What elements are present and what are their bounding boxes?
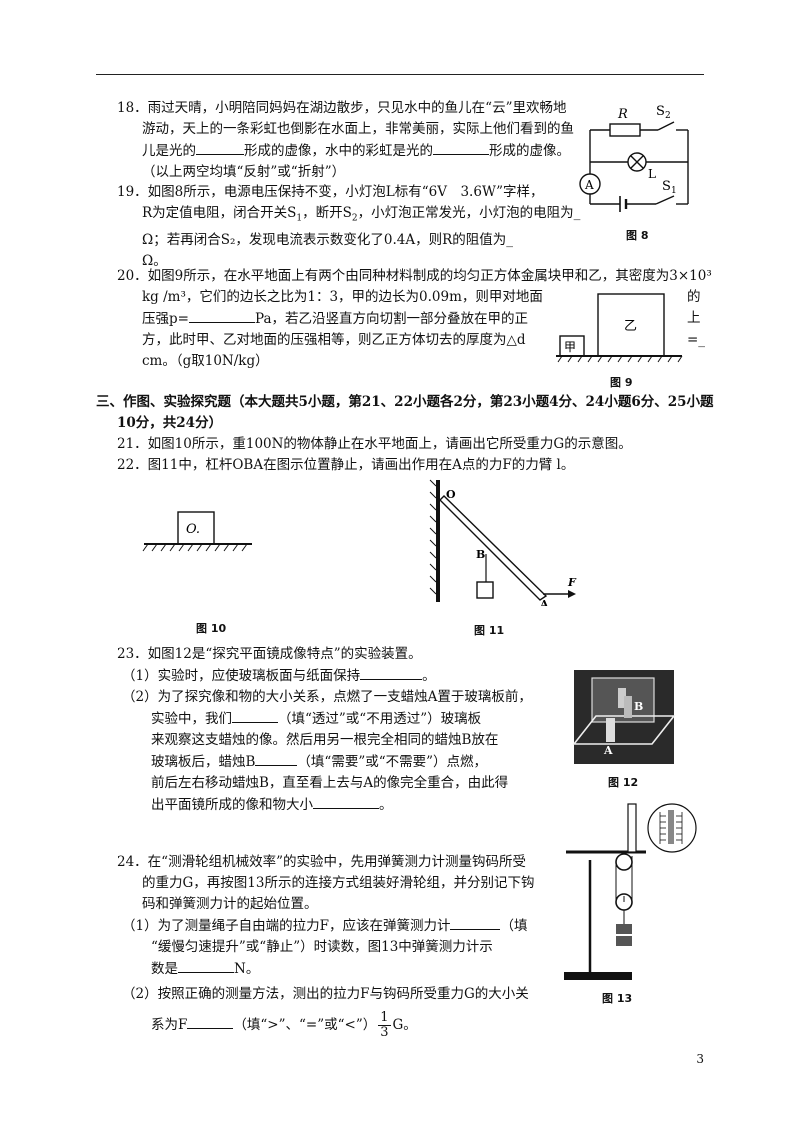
svg-text:S: S — [662, 179, 671, 194]
svg-text:A: A — [603, 744, 613, 757]
question-18: 18．雨过天晴，小明陪同妈妈在湖边散步，只见水中的鱼儿在“云”里欢畅地 游动，天… — [117, 98, 574, 183]
q21-text: 21．如图10所示，重100N的物体静止在水平地面上，请画出它所受重力G的示意图… — [117, 436, 632, 452]
q24-line4: （1）为了测量绳子自由端的拉力F，应该在弹簧测力计（填 — [117, 915, 534, 937]
candle-b — [624, 696, 632, 718]
q23-line6: 玻璃板后，蜡烛B（填“需要”或“不需要”）点燃， — [117, 751, 532, 773]
q20-line3: 压强p=Pa，若乙沿竖直方向切割一部分叠放在甲的正上 — [142, 308, 701, 327]
figure-12-caption: 图 12 — [608, 776, 639, 789]
q20-line5: cm。（g取10N/kg） — [142, 353, 269, 369]
q24-line1: 24．在“测滑轮组机械效率”的实验中，先用弹簧测力计测量钩码所受 — [117, 854, 526, 870]
q19-line3: Ω；若再闭合S₂，发现电流表示数变化了0.4A，则R的阻值为_ — [142, 231, 513, 248]
q20-line1: 20．如图9所示，在水平地面上有两个由同种材料制成的均匀正方体金属块甲和乙，其密… — [117, 268, 712, 284]
q24-blank3[interactable] — [187, 1014, 234, 1029]
q23-line7: 前后左右移动蜡烛B，直至看上去与A的像完全重合，由此得 — [151, 775, 509, 791]
figure-8-caption: 图 8 — [626, 229, 649, 242]
svg-text:1: 1 — [671, 186, 677, 196]
q19-line2: R为定值电阻，闭合开关S1，断开S2，小灯泡正常发光，小灯泡的电阻为_ — [142, 205, 581, 224]
figure-13-pulley — [564, 803, 697, 980]
svg-text:O: O — [446, 488, 456, 501]
figure-11-caption: 图 11 — [474, 624, 505, 637]
hanging-weight — [476, 581, 494, 599]
page-number: 3 — [696, 1052, 704, 1066]
svg-text:A: A — [584, 178, 594, 192]
q24-line7: （2）按照正确的测量方法，测出的拉力F与钩码所受重力G的大小关 — [122, 986, 529, 1002]
q23-blank1[interactable] — [360, 665, 423, 680]
svg-text:乙: 乙 — [624, 319, 637, 334]
q24-blank2[interactable] — [178, 958, 234, 973]
section-3-heading: 三、作图、实验探究题（本大题共5小题，第21、22小题各2分，第23小题4分、2… — [96, 394, 714, 431]
q23-line5: 来观察这支蜡烛的像。然后用另一根完全相同的蜡烛B放在 — [151, 732, 499, 748]
svg-text:S: S — [656, 104, 665, 119]
svg-text:A: A — [539, 598, 549, 606]
svg-text:O.: O. — [186, 522, 200, 537]
candle-a — [606, 718, 615, 742]
figure-11-lever: O B A F — [429, 479, 577, 606]
q18-line1: 18．雨过天晴，小明陪同妈妈在湖边散步，只见水中的鱼儿在“云”里欢畅地 — [117, 100, 567, 116]
q23-blank2[interactable] — [232, 708, 278, 723]
svg-text:R: R — [617, 107, 628, 122]
q24-blank1[interactable] — [450, 915, 501, 930]
q23-line3: （2）为了探究像和物的大小关系，点燃了一支蜡烛A置于玻璃板前， — [122, 689, 532, 705]
svg-text:甲: 甲 — [564, 340, 576, 354]
block-yi — [597, 293, 665, 357]
q23-line1: 23．如图12是“探究平面镜成像特点”的实验装置。 — [117, 646, 422, 662]
question-24: 24．在“测滑轮组机械效率”的实验中，先用弹簧测力计测量钩码所受 的重力G，再按… — [117, 852, 534, 1040]
q20-blank-pressure[interactable] — [188, 308, 255, 323]
q24-line5: “缓慢匀速提升”或“静止”）时读数，图13中弹簧测力计示 — [151, 939, 493, 955]
q23-line4: 实验中，我们（填“透过”或“不用透过”）玻璃板 — [117, 708, 532, 730]
resistor-r — [609, 123, 641, 137]
questions-21-22: 21．如图10所示，重100N的物体静止在水平地面上，请画出它所受重力G的示意图… — [117, 434, 632, 476]
q23-blank4[interactable] — [313, 794, 379, 809]
object-box — [177, 511, 215, 545]
lever-oba — [439, 495, 548, 601]
svg-text:F: F — [567, 576, 577, 589]
q23-line8: 出平面镜所成的像和物大小。 — [117, 794, 532, 816]
figure-8-circuit: A R S 2 L S 1 — [579, 104, 689, 212]
figure-13-caption: 图 13 — [602, 992, 633, 1005]
figure-9-blocks: 甲 乙 — [556, 293, 683, 363]
fixed-pulley — [615, 853, 633, 871]
q18-blank2[interactable] — [433, 140, 489, 155]
figure-9-caption: 图 9 — [610, 376, 633, 389]
q18-line2: 游动，天上的一条彩虹也倒影在水面上，非常美丽，实际上他们看到的鱼 — [142, 121, 574, 137]
q20-line4: 方，此时甲、乙对地面的压强相等，则乙正方体切去的厚度为△d=_ — [142, 332, 706, 348]
question-19: 19．如图8所示，电源电压保持不变，小灯泡L标有“6V 3.6W”字样， R为定… — [117, 182, 580, 272]
q24-line2: 的重力G，再按图13所示的连接方式组装好滑轮组，并分别记下钩 — [142, 875, 535, 891]
q22-text: 22．图11中，杠杆OBA在图示位置静止，请画出作用在A点的力F的力臂 l。 — [117, 457, 575, 473]
svg-text:B: B — [634, 700, 643, 713]
q18-line4: （以上两空均填“反射”或“折射”） — [142, 164, 346, 180]
q19-line1: 19．如图8所示，电源电压保持不变，小灯泡L标有“6V 3.6W”字样， — [117, 184, 544, 200]
ammeter-a — [579, 173, 601, 195]
q20-line2: kg /m³，它们的边长之比为1：3，甲的边长为0.09m，则甲对地面的 — [142, 289, 701, 305]
q18-line3: 儿是光的形成的虚像，水中的彩虹是光的形成的虚像。 — [117, 140, 574, 162]
header-rule — [96, 74, 704, 75]
switch-s1 — [655, 195, 675, 205]
hook-weights — [616, 924, 632, 934]
question-23: 23．如图12是“探究平面镜成像特点”的实验装置。 （1）实验时，应使玻璃板面与… — [117, 644, 532, 816]
svg-text:L: L — [648, 167, 656, 181]
spring-scale — [627, 803, 637, 853]
q23-line2: （1）实验时，应使玻璃板面与纸面保持。 — [117, 665, 532, 687]
q23-blank3[interactable] — [255, 751, 298, 766]
paper-plane — [572, 715, 676, 745]
svg-text:B: B — [476, 548, 485, 561]
svg-text:2: 2 — [665, 111, 671, 121]
question-20: 20．如图9所示，在水平地面上有两个由同种材料制成的均匀正方体金属块甲和乙，其密… — [117, 266, 712, 372]
q24-line3: 码和弹簧测力计的起始位置。 — [142, 896, 318, 912]
figure-10-caption: 图 10 — [196, 622, 227, 635]
figure-12-mirror: B A — [572, 670, 676, 764]
q19-line4: Ω。 — [142, 252, 167, 269]
q18-blank1[interactable] — [196, 140, 244, 155]
figure-10-object: O. — [142, 511, 252, 552]
switch-s2 — [657, 121, 675, 131]
stand-base — [564, 972, 632, 980]
